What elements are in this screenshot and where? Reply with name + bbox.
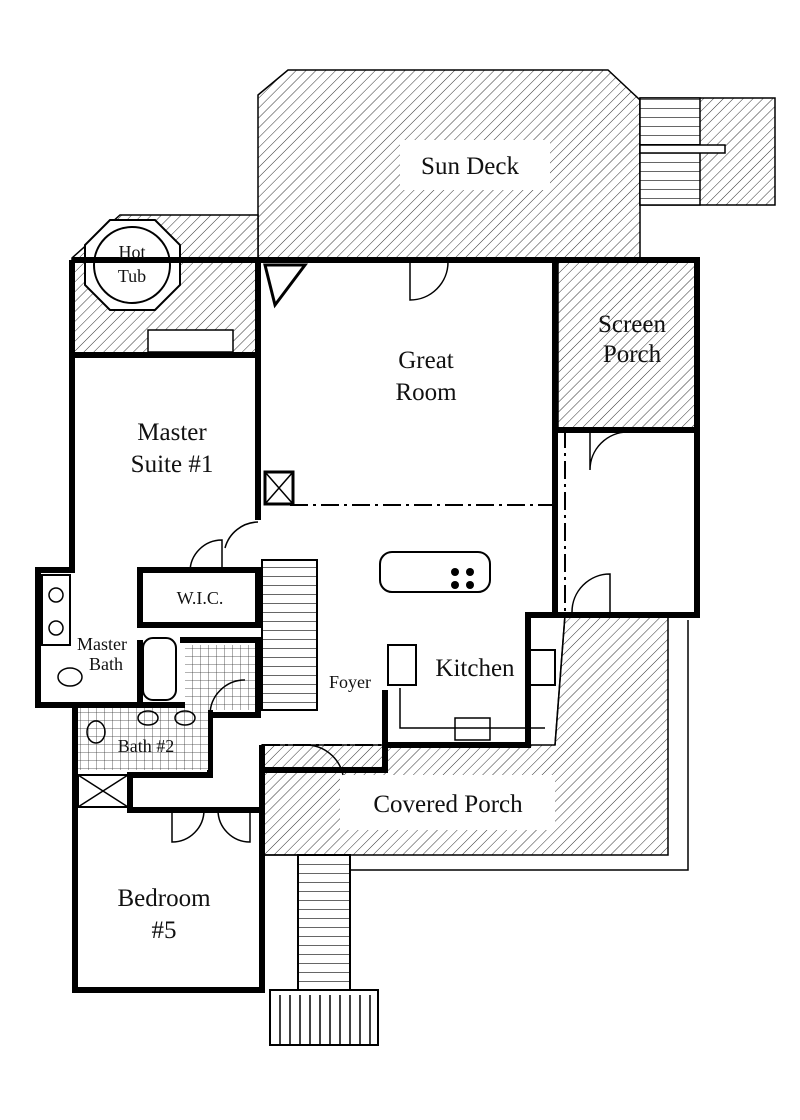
- front-stairs: [269, 854, 379, 1046]
- label-master-suite-2: Suite #1: [131, 451, 214, 478]
- label-great-room-2: Room: [395, 379, 457, 406]
- label-hot-tub-1: Hot: [119, 242, 146, 262]
- room-labels: Sun Deck Hot Tub Screen Porch Great Room…: [77, 153, 666, 944]
- label-great-room-1: Great: [398, 347, 454, 374]
- covered-porch: [261, 614, 689, 871]
- label-bedroom-5-1: Bedroom: [117, 885, 211, 912]
- label-screen-porch-1: Screen: [598, 311, 667, 338]
- fixtures: [41, 263, 556, 808]
- hot-tub: [84, 219, 234, 353]
- label-master-bath-1: Master: [77, 634, 127, 654]
- label-bath-2: Bath #2: [118, 736, 175, 756]
- label-kitchen: Kitchen: [435, 655, 515, 682]
- label-foyer: Foyer: [329, 672, 371, 692]
- label-sun-deck: Sun Deck: [421, 153, 519, 180]
- label-hot-tub-2: Tub: [118, 266, 146, 286]
- label-wic: W.I.C.: [177, 588, 224, 608]
- label-covered-porch: Covered Porch: [373, 791, 523, 818]
- label-screen-porch-2: Porch: [603, 341, 662, 368]
- walls: [35, 257, 700, 993]
- label-master-bath-2: Bath: [89, 654, 123, 674]
- doors: [171, 261, 629, 843]
- label-bedroom-5-2: #5: [152, 917, 177, 944]
- label-master-suite-1: Master: [137, 419, 207, 446]
